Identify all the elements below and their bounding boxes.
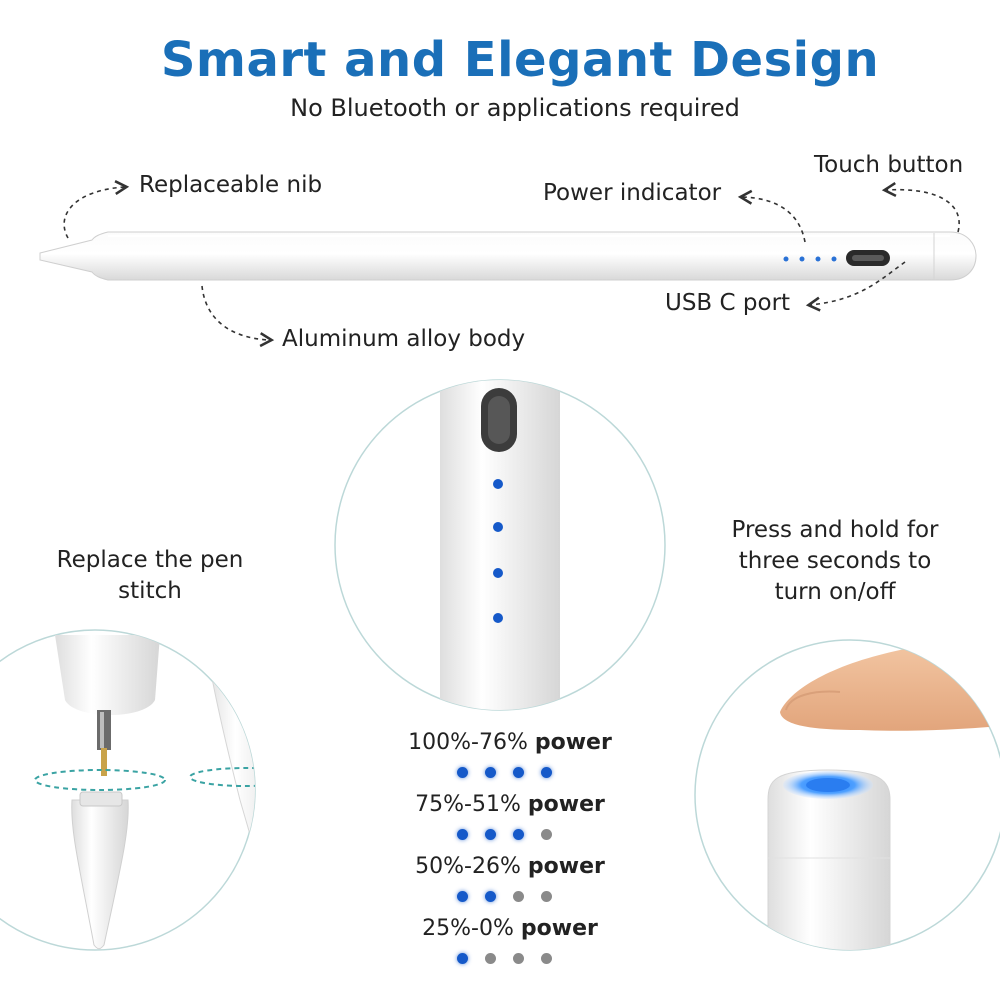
- power-word: power: [527, 854, 605, 879]
- callout-aluminum-body: Aluminum alloy body: [282, 326, 526, 352]
- power-word: power: [534, 730, 612, 755]
- led-dot: [485, 953, 496, 964]
- led-dot: [485, 829, 496, 840]
- page-subtitle: No Bluetooth or applications required: [290, 94, 740, 122]
- power-level-row: 100%-76% power: [395, 730, 625, 778]
- led-dot: [513, 829, 524, 840]
- power-dots: [457, 829, 625, 840]
- power-level-row: 75%-51% power: [395, 792, 625, 840]
- led-dot: [457, 767, 468, 778]
- led-closeup-illustration: [440, 380, 560, 710]
- power-word: power: [520, 916, 598, 941]
- page-title: Smart and Elegant Design: [160, 32, 880, 88]
- power-range: 75%-51%: [415, 792, 521, 817]
- power-dots: [457, 767, 625, 778]
- power-range: 25%-0%: [422, 916, 514, 941]
- led-dot: [457, 891, 468, 902]
- led-dot: [513, 891, 524, 902]
- power-range: 100%-76%: [408, 730, 528, 755]
- power-level-legend: 100%-76% power 75%-51% power 50%-26% pow…: [395, 730, 625, 964]
- label-replace-nib: Replace the pen stitch: [56, 547, 244, 604]
- led-dot: [541, 891, 552, 902]
- power-dots: [457, 953, 625, 964]
- power-dots: [457, 891, 625, 902]
- power-level-row: 50%-26% power: [395, 854, 625, 902]
- led-dot: [485, 767, 496, 778]
- led-dot: [513, 953, 524, 964]
- callout-power-indicator: Power indicator: [543, 180, 722, 206]
- callout-usb-port: USB C port: [665, 290, 791, 316]
- stylus-pen: [39, 231, 977, 281]
- callout-touch-button: Touch button: [814, 152, 964, 178]
- power-range: 50%-26%: [415, 854, 521, 879]
- led-dot: [541, 767, 552, 778]
- led-dot: [513, 767, 524, 778]
- callout-replaceable-nib: Replaceable nib: [139, 172, 323, 198]
- power-word: power: [527, 792, 605, 817]
- led-dot: [457, 829, 468, 840]
- led-dot: [485, 891, 496, 902]
- power-level-row: 25%-0% power: [395, 916, 625, 964]
- led-dot: [541, 953, 552, 964]
- label-press-hold: Press and hold for three seconds to turn…: [731, 517, 939, 605]
- led-dot: [541, 829, 552, 840]
- led-dot: [457, 953, 468, 964]
